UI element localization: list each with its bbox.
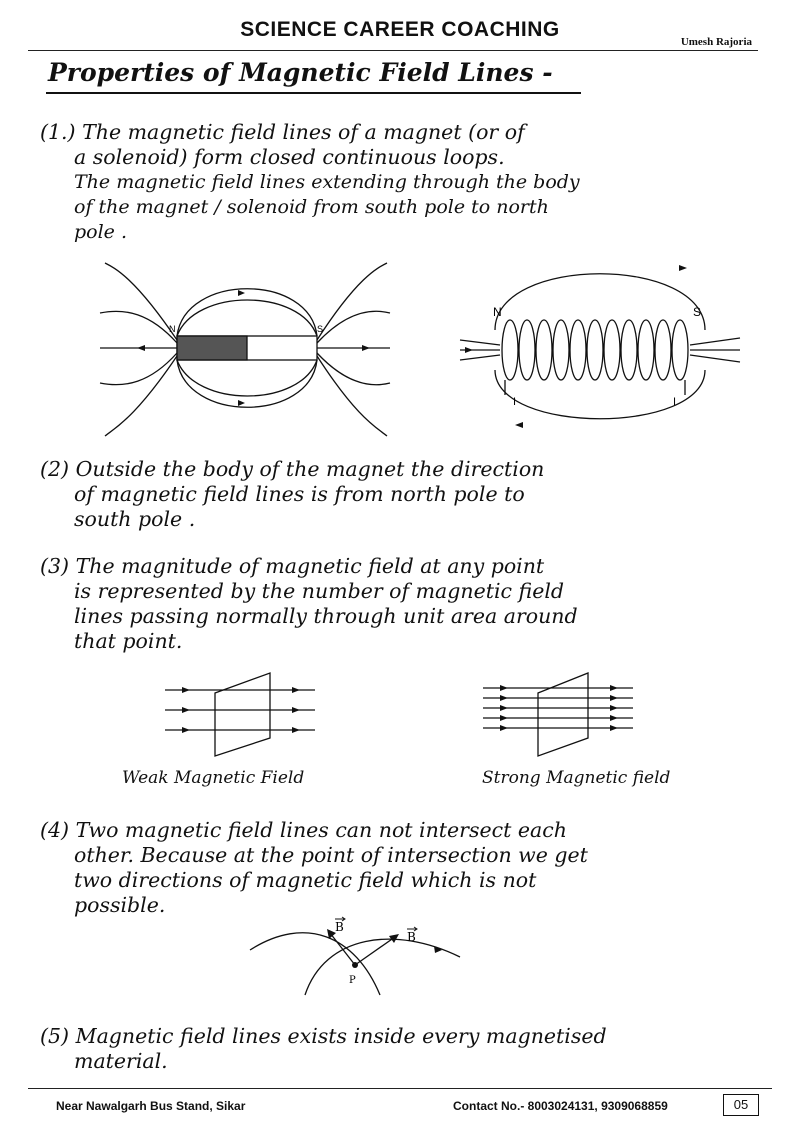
unit-area-surface xyxy=(214,672,271,757)
header-author: Umesh Rajoria xyxy=(680,36,752,48)
solenoid-diagram: N S I I xyxy=(459,265,741,428)
point-4-number: (4) xyxy=(40,818,70,842)
solenoid-coils xyxy=(501,319,689,381)
unit-area-surface xyxy=(537,672,589,757)
point-4-line-4: possible. xyxy=(74,893,166,917)
point-5: (5) Magnetic field lines exists inside e… xyxy=(40,1024,768,1074)
solenoid-north-label: N xyxy=(493,305,502,319)
weak-field-caption: Weak Magnetic Field xyxy=(122,768,305,788)
bar-magnet-diagram: N S xyxy=(99,262,391,437)
field-label-b-2: B xyxy=(407,930,416,944)
title-underline xyxy=(46,92,581,94)
header-title: SCIENCE CAREER COACHING xyxy=(240,18,560,41)
point-1-line-4: of the magnet / solenoid from south pole… xyxy=(74,196,549,218)
page-number: 05 xyxy=(723,1094,759,1116)
footer-divider xyxy=(28,1088,772,1089)
point-2-line-1: Outside the body of the magnet the direc… xyxy=(75,457,545,481)
point-1: (1.) The magnetic field lines of a magne… xyxy=(40,120,768,245)
point-3-line-4: that point. xyxy=(74,629,183,653)
point-4: (4) Two magnetic field lines can not int… xyxy=(40,818,768,918)
point-1-line-3: The magnetic field lines extending throu… xyxy=(74,171,580,193)
point-4-line-2: other. Because at the point of intersect… xyxy=(74,843,588,867)
point-1-line-1: The magnetic field lines of a magnet (or… xyxy=(82,120,525,144)
strong-field-diagram xyxy=(483,672,633,757)
header-divider xyxy=(28,50,758,51)
point-3-line-1: The magnitude of magnetic field at any p… xyxy=(75,554,545,578)
footer-contact: Contact No.- 8003024131, 9309068859 xyxy=(453,1099,668,1113)
point-3-line-3: lines passing normally through unit area… xyxy=(74,604,578,628)
point-2-line-3: south pole . xyxy=(74,507,196,531)
point-3-line-2: is represented by the number of magnetic… xyxy=(74,579,565,603)
point-2-number: (2) xyxy=(40,457,70,481)
point-1-line-2: a solenoid) form closed continuous loops… xyxy=(74,145,505,169)
intersection-diagram: B B P xyxy=(249,916,461,996)
solenoid-south-label: S xyxy=(693,305,701,319)
bar-magnet-south-label: S xyxy=(317,324,323,334)
intersection-point xyxy=(352,962,358,968)
solenoid-current-left: I xyxy=(513,396,516,408)
point-3: (3) The magnitude of magnetic field at a… xyxy=(40,554,768,654)
point-label-p: P xyxy=(349,975,356,986)
point-4-line-1: Two magnetic field lines can not interse… xyxy=(75,818,567,842)
weak-field-diagram xyxy=(165,672,315,757)
point-3-number: (3) xyxy=(40,554,70,578)
strong-field-caption: Strong Magnetic field xyxy=(482,768,671,788)
point-2: (2) Outside the body of the magnet the d… xyxy=(40,457,768,532)
point-1-line-5: pole . xyxy=(74,221,128,243)
solenoid-current-right: I xyxy=(673,396,676,408)
page-title: Properties of Magnetic Field Lines - xyxy=(48,58,553,87)
point-2-line-2: of magnetic field lines is from north po… xyxy=(74,482,525,506)
bar-magnet-north-label: N xyxy=(169,324,176,334)
point-1-number: (1.) xyxy=(40,120,76,144)
point-5-line-1: Magnetic field lines exists inside every… xyxy=(75,1024,607,1048)
field-label-b-1: B xyxy=(335,920,344,934)
point-4-line-3: two directions of magnetic field which i… xyxy=(74,868,537,892)
point-5-number: (5) xyxy=(40,1024,70,1048)
magnet-south-half xyxy=(176,335,248,361)
footer-address: Near Nawalgarh Bus Stand, Sikar xyxy=(56,1099,246,1113)
point-5-line-2: material. xyxy=(74,1049,168,1073)
